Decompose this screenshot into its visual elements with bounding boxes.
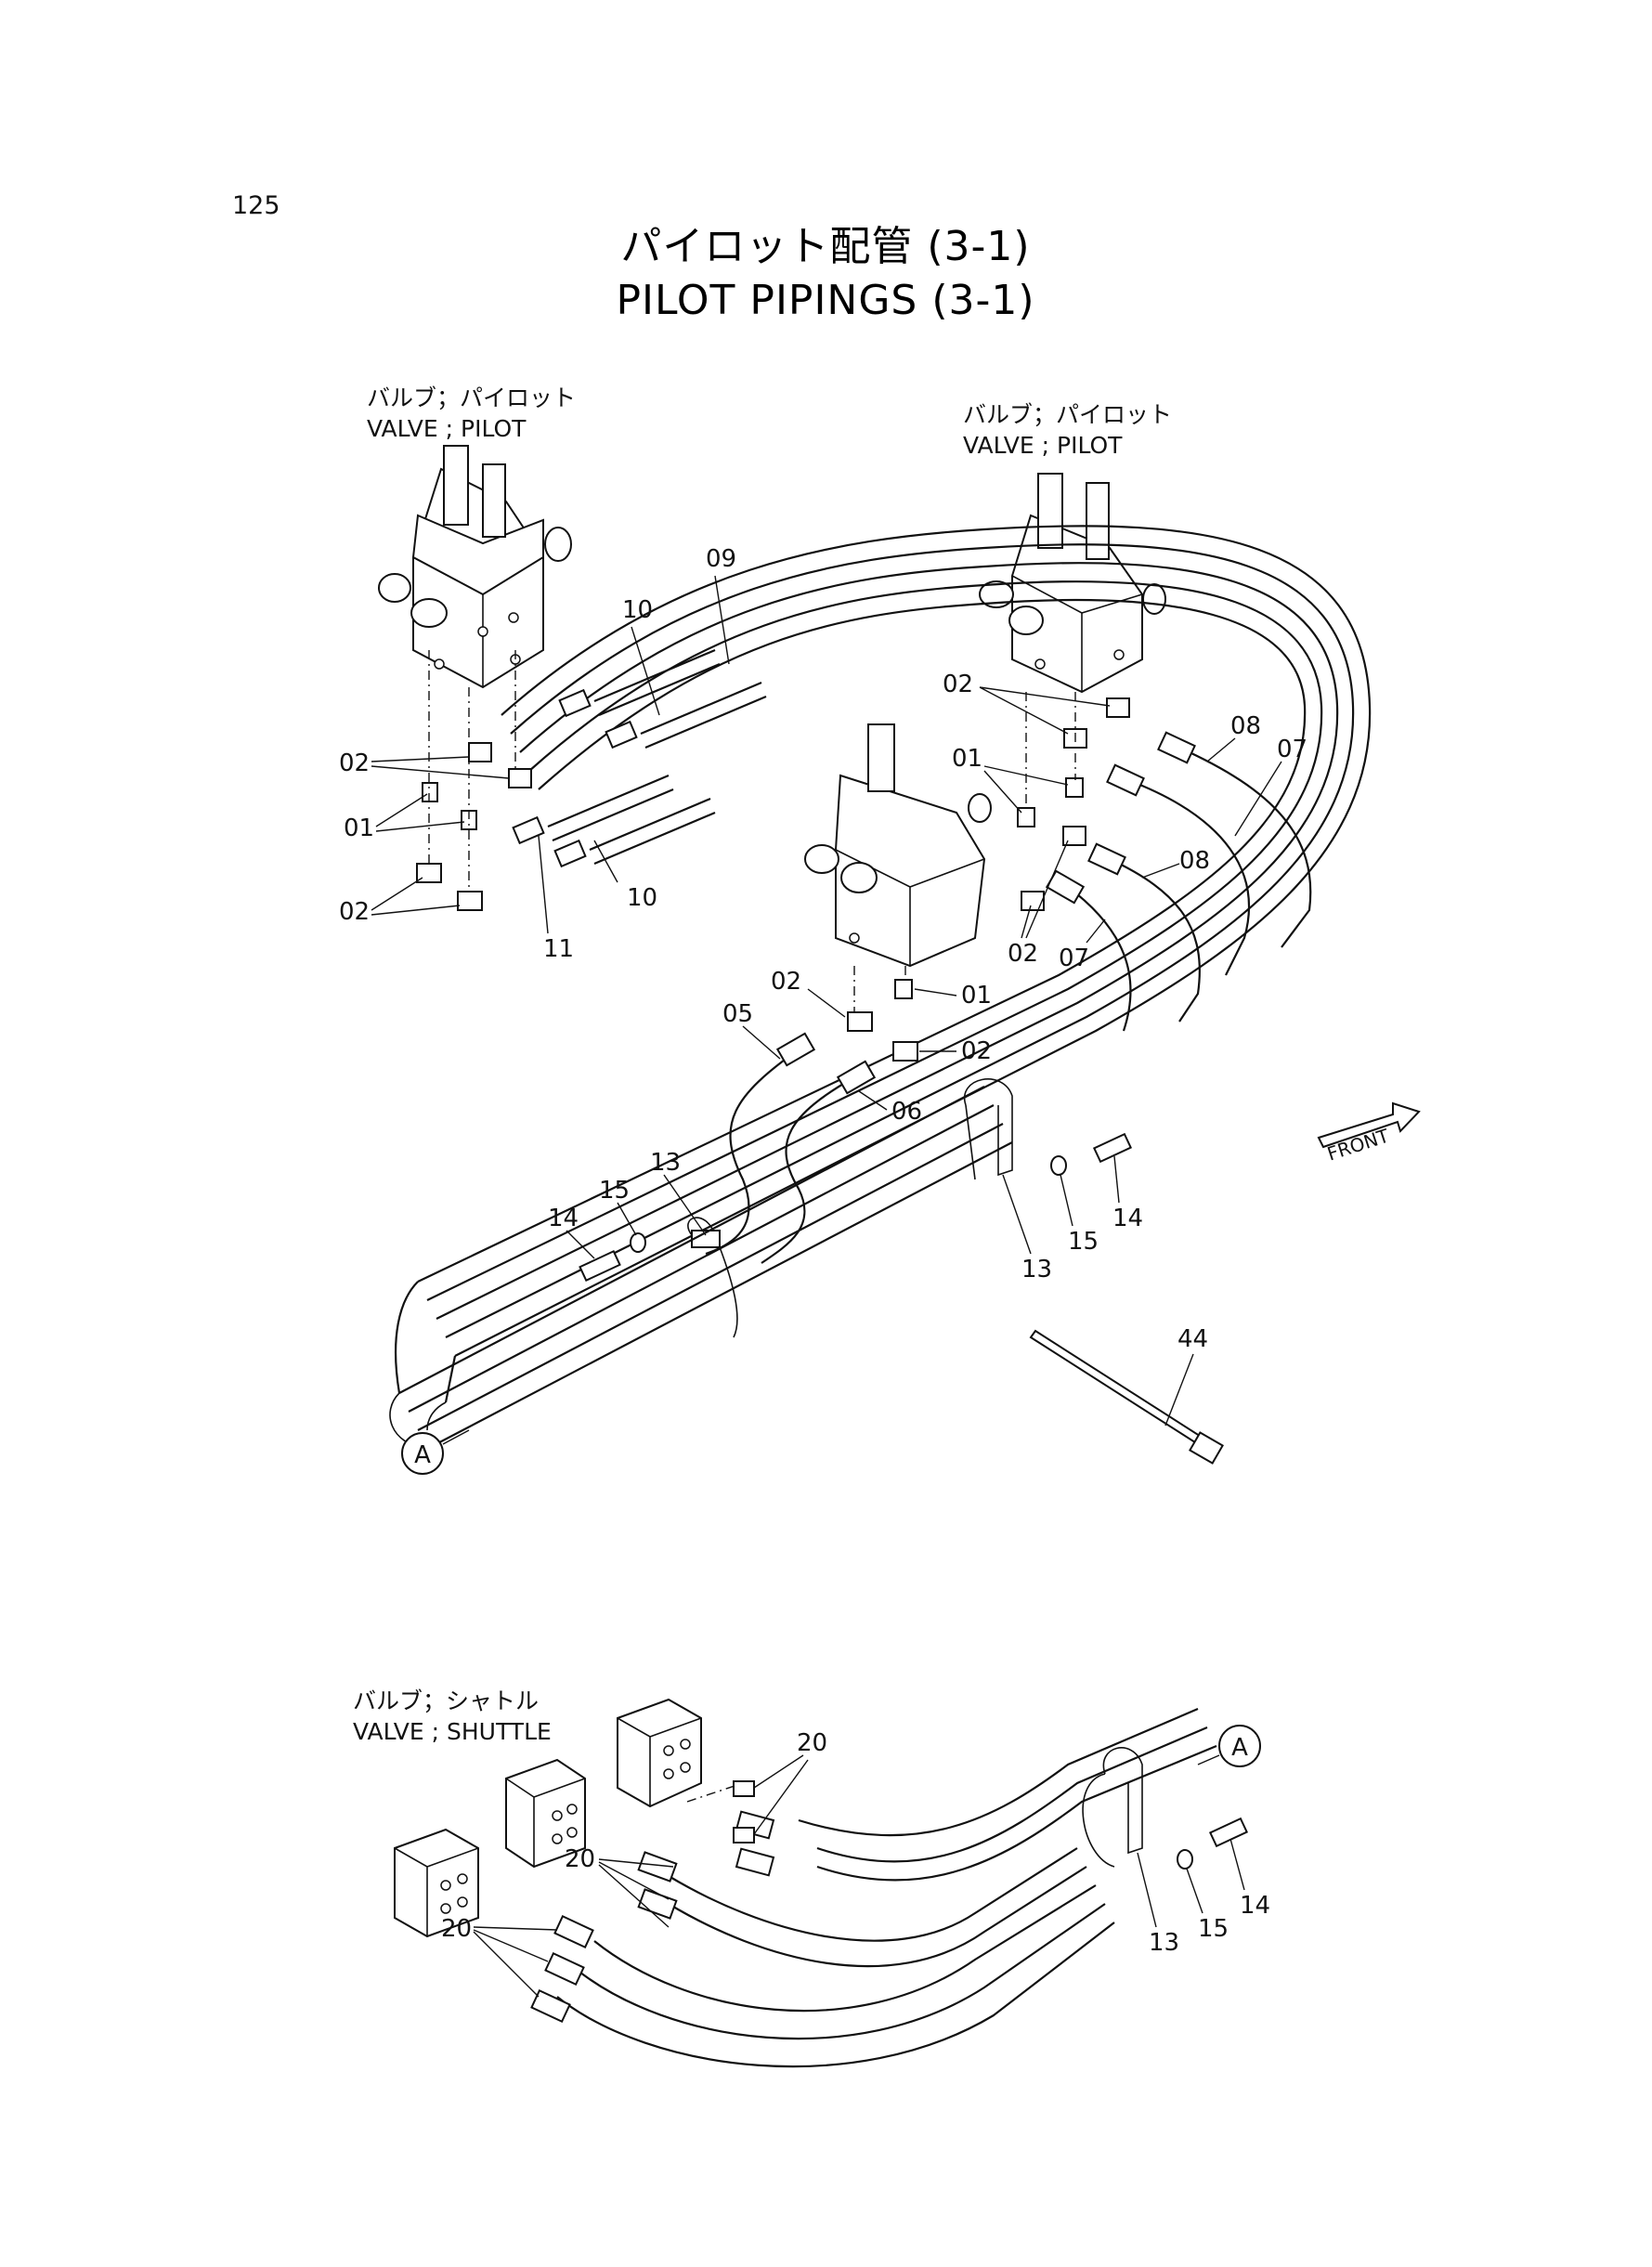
left-valve-label-en: VALVE ; PILOT [367, 415, 527, 442]
callout-02-right-upper: 02 [943, 671, 973, 698]
connector-a-upper-label: A [414, 1441, 431, 1469]
part-callouts: 09 10 10 11 02 01 02 02 01 02 08 07 08 0… [339, 545, 1307, 1998]
callout-10-lower: 10 [627, 884, 657, 912]
callout-10-upper: 10 [622, 596, 653, 624]
fittings-20 [733, 1780, 755, 1844]
callout-02-left-lower: 02 [339, 898, 370, 926]
callout-20-middle: 20 [565, 1845, 595, 1873]
hoses-05-06 [705, 1032, 877, 1264]
page-number: 125 [232, 191, 280, 220]
left-pilot-valve [378, 445, 572, 689]
callout-08-upper: 08 [1230, 712, 1261, 740]
clamps-13 [687, 1078, 1143, 1868]
callout-01-right: 01 [952, 745, 982, 773]
callout-01-center: 01 [961, 982, 992, 1010]
hoses-07-08 [1045, 731, 1312, 1032]
callout-14-shuttle: 14 [1240, 1892, 1270, 1920]
left-valve-label-jp: バルブ；パイロット [367, 384, 576, 411]
callout-44: 44 [1177, 1325, 1208, 1353]
fittings-01-02 [416, 697, 1130, 1062]
right-pilot-valve [979, 473, 1166, 694]
callout-09: 09 [706, 545, 736, 573]
hose-bundle-loop [394, 525, 1372, 1431]
callout-02-right-lower: 02 [1008, 940, 1038, 968]
callout-02-center-upper: 02 [771, 968, 801, 996]
callout-07-upper: 07 [1277, 736, 1307, 763]
callout-15-left: 15 [599, 1177, 630, 1205]
callout-20-bottom: 20 [441, 1915, 472, 1943]
shuttle-valves [394, 1698, 702, 1938]
callout-13-left: 13 [650, 1149, 681, 1177]
right-valve-label-jp: バルブ；パイロット [963, 401, 1172, 428]
callout-13-shuttle: 13 [1149, 1929, 1179, 1957]
callout-14-left: 14 [548, 1205, 579, 1232]
callout-11: 11 [543, 935, 574, 963]
connector-a-upper: A [401, 1429, 470, 1475]
hoses-09-10-11 [512, 648, 767, 868]
center-pilot-valve [804, 723, 992, 968]
callout-20-top: 20 [797, 1729, 827, 1757]
callout-15-right: 15 [1068, 1228, 1099, 1256]
connector-a-lower: A [1197, 1725, 1261, 1767]
callout-02-left-upper: 02 [339, 749, 370, 777]
shuttle-valve-label-en: VALVE ; SHUTTLE [353, 1718, 552, 1745]
connector-a-lower-label: A [1231, 1734, 1248, 1762]
callout-07-lower: 07 [1059, 945, 1089, 972]
bolts-and-washers [579, 1132, 1249, 1870]
hose-bundle-lower [389, 1086, 1013, 1450]
callout-06: 06 [891, 1098, 922, 1126]
shuttle-valve-label-jp: バルブ；シャトル [353, 1687, 539, 1714]
title-english: PILOT PIPINGS (3-1) [616, 277, 1034, 324]
title-japanese: パイロット配管 (3-1) [620, 223, 1030, 270]
alignment-lines [428, 650, 1076, 1803]
callout-13-right: 13 [1021, 1256, 1052, 1283]
shuttle-hoses [530, 1707, 1217, 2068]
callout-02-center-lower: 02 [961, 1037, 992, 1065]
callout-01-left: 01 [344, 814, 374, 842]
front-arrow: FRONT [1317, 1101, 1421, 1166]
callout-14-right: 14 [1112, 1205, 1143, 1232]
callout-08-lower: 08 [1179, 847, 1210, 875]
cable-tie-44 [1029, 1329, 1224, 1465]
callout-15-shuttle: 15 [1198, 1915, 1229, 1943]
callout-05: 05 [722, 1000, 753, 1028]
right-valve-label-en: VALVE ; PILOT [963, 432, 1123, 459]
